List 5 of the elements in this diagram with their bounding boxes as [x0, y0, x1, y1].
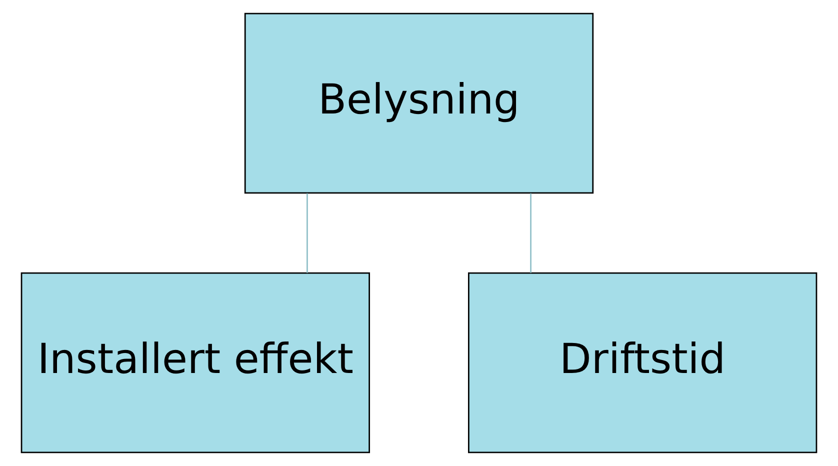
- connector: [306, 193, 308, 273]
- node-box: Belysning: [244, 12, 594, 194]
- node-box: Installert effekt: [20, 272, 370, 454]
- connector: [530, 193, 532, 273]
- node-box: Driftstid: [468, 272, 818, 454]
